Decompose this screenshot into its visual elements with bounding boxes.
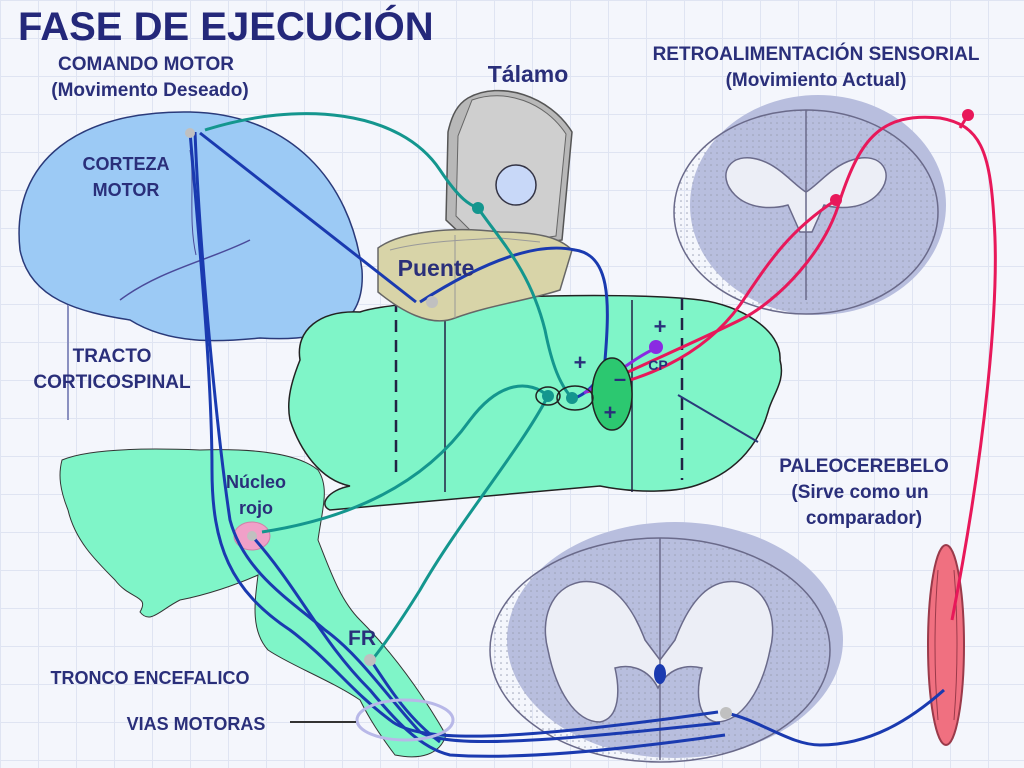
thalamus [445, 89, 573, 253]
paleocerebellum-label-line3: comparador) [806, 508, 922, 529]
motor-cortex-label-line1: CORTEZA [83, 154, 170, 174]
brainstem [59, 448, 447, 758]
motor-pathways-ring [355, 698, 455, 742]
thalamus-label: Tálamo [488, 61, 569, 87]
cp-plus-sign: + [654, 314, 667, 339]
motor-cortex-label-line2: MOTOR [93, 180, 160, 200]
teal-pathways [204, 112, 574, 661]
muscle [927, 544, 965, 746]
sensory-feedback-label: RETROALIMENTACIÓN SENSORIAL [653, 43, 980, 65]
motor-neuron-to-muscle [725, 688, 945, 747]
comparator-plus-top: + [574, 350, 587, 375]
desired-movement-label: (Movimento Deseado) [51, 80, 248, 101]
spinal-cord-cross-section-lower [489, 522, 843, 763]
pons-label: Puente [398, 255, 475, 281]
comparator-plus-bottom: + [604, 400, 617, 425]
page-title: FASE DE EJECUCIÓN [18, 3, 434, 49]
cerebellum [288, 294, 783, 511]
motor-command-label: COMANDO MOTOR [58, 54, 234, 75]
red-nucleus-label-line1: Núcleo [226, 472, 286, 492]
motor-pathways-label: VIAS MOTORAS [127, 714, 266, 734]
cerebral-cortex [18, 111, 363, 342]
brainstem-label: TRONCO ENCEFALICO [50, 668, 249, 688]
fr-label: FR [348, 627, 376, 650]
corticospinal-label-line2: CORTICOSPINAL [33, 372, 191, 393]
comparator-minus: – [614, 366, 626, 391]
paleocerebellum-pointer-line [677, 394, 759, 443]
corticospinal-label-line1: TRACTO [73, 346, 152, 367]
corticospinal-tract [188, 131, 726, 758]
red-nucleus-label-line2: rojo [239, 498, 273, 518]
paleocerebellum-label-line2: (Sirve como un [791, 482, 928, 503]
cp-label: CP [648, 357, 667, 373]
pathway-nodes [185, 109, 974, 719]
comparator-region [535, 357, 633, 431]
spinal-cord-cross-section-upper [673, 95, 946, 315]
actual-movement-label: (Movimiento Actual) [726, 70, 907, 91]
paleocerebellum-label-line1: PALEOCEREBELO [779, 456, 949, 477]
